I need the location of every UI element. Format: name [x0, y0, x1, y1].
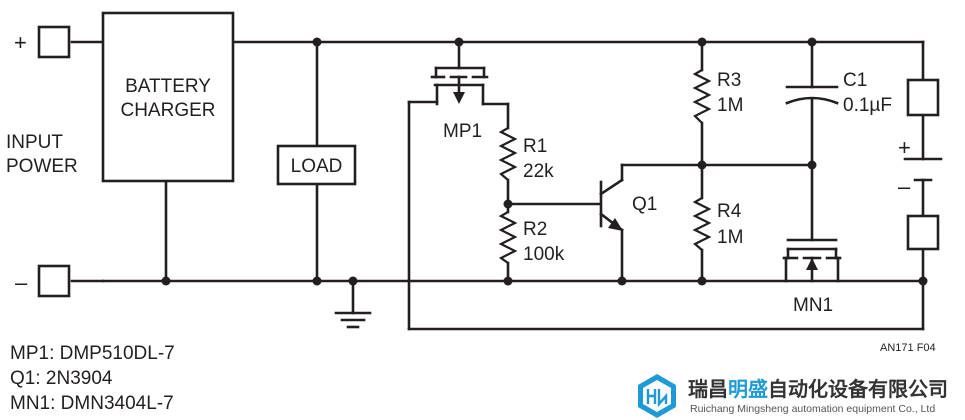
mn1-nmos: MN1: [782, 238, 842, 316]
c1-name: C1: [843, 70, 867, 91]
watermark-company-cn: 瑞昌明盛自动化设备有限公司: [688, 377, 948, 401]
minus-terminal-label: –: [15, 270, 28, 295]
battery-cell: + –: [898, 78, 943, 251]
ground-symbol: [334, 311, 372, 329]
parts-list-item: MN1: DMN3404L-7: [10, 393, 174, 414]
company-watermark: 瑞昌明盛自动化设备有限公司 Ruichang Mingsheng automat…: [638, 374, 948, 418]
minus-terminal: [37, 264, 71, 298]
c1-value: 0.1µF: [843, 95, 892, 116]
charger-label-line2: CHARGER: [120, 100, 215, 121]
r4-resistor: R4 1M: [692, 197, 743, 251]
r4-value: 1M: [717, 227, 743, 248]
r1-resistor: R1 22k: [498, 127, 554, 182]
q1-npn-transistor: Q1: [599, 178, 657, 232]
junction-dots: [161, 37, 928, 286]
load-label: LOAD: [291, 156, 343, 177]
r4-name: R4: [717, 201, 742, 222]
battery-minus-terminal: [906, 214, 940, 251]
load-block: LOAD: [276, 144, 357, 186]
input-label-line1: INPUT: [6, 132, 63, 153]
r1-value: 22k: [523, 161, 554, 182]
company-logo-icon: [638, 374, 676, 418]
r3-resistor: R3 1M: [692, 69, 743, 124]
battery-charger: BATTERY CHARGER: [101, 11, 235, 183]
mn1-label: MN1: [793, 295, 833, 316]
parts-list-item: Q1: 2N3904: [10, 368, 113, 389]
q1-label: Q1: [632, 194, 657, 215]
battery-plus-label: +: [898, 135, 911, 160]
plus-terminal: [37, 25, 71, 59]
plus-terminal-label: +: [14, 30, 27, 55]
c1-capacitor: C1 0.1µF: [785, 70, 892, 116]
r1-name: R1: [523, 136, 547, 157]
input-label-line2: POWER: [6, 156, 78, 177]
watermark-company-en: Ruichang Mingsheng automation equipment …: [690, 403, 935, 415]
r2-value: 100k: [523, 244, 565, 265]
r2-name: R2: [523, 219, 547, 240]
battery-minus-label: –: [898, 174, 911, 199]
input-terminals: + – INPUT POWER: [6, 25, 78, 298]
figure-id: AN171 F04: [880, 342, 936, 354]
mp1-label: MP1: [443, 121, 482, 142]
battery-plus-terminal: [906, 78, 940, 117]
r3-name: R3: [717, 70, 741, 91]
parts-list-item: MP1: DMP510DL-7: [10, 343, 175, 364]
r3-value: 1M: [717, 95, 743, 116]
r2-resistor: R2 100k: [498, 211, 565, 265]
charger-label-line1: BATTERY: [125, 76, 211, 97]
wires: [70, 40, 925, 331]
parts-list: MP1: DMP510DL-7 Q1: 2N3904 MN1: DMN3404L…: [10, 343, 175, 414]
mp1-pmos: MP1: [430, 66, 489, 142]
